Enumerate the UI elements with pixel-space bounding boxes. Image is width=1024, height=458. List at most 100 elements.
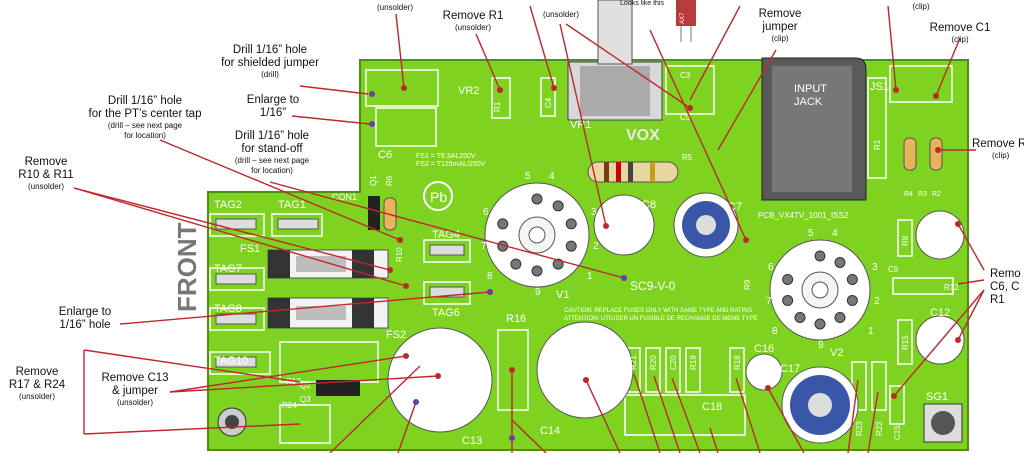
label-r24: R24 <box>282 401 297 410</box>
label-r2: R2 <box>932 191 941 198</box>
tube-label: AX7 <box>680 12 686 24</box>
label-r1: R1 <box>493 101 502 112</box>
label-c6: C6 <box>378 149 392 161</box>
label-c20: C20 <box>669 355 678 370</box>
label-fs1: FS1 <box>240 243 260 255</box>
callout-drill-shielded: Drill 1/16” hole for shielded jumper (dr… <box>221 44 319 80</box>
r5-resistor <box>587 161 679 183</box>
label-con1: CON1 <box>332 192 357 202</box>
callout-c4-c5: (unsolder) <box>542 10 579 19</box>
tube-socket-v2 <box>769 239 871 341</box>
pins2-pin-label: 2 <box>874 296 880 307</box>
q2-q3 <box>316 380 360 396</box>
label-r15: R15 <box>901 335 910 350</box>
svg-text:Pb: Pb <box>430 189 447 205</box>
leader-dots <box>387 85 961 399</box>
callout-remove-jumper: Remove jumper (clip) <box>758 8 802 44</box>
label-r20: R20 <box>649 355 658 370</box>
pins2-pin-2 <box>834 256 846 268</box>
small-resistors <box>368 137 943 231</box>
label-c15: C15 <box>893 425 902 440</box>
pins2-pin-7 <box>794 312 806 324</box>
label-r4: R4 <box>904 191 913 198</box>
label-r1-b: R1 <box>873 139 882 150</box>
label-tag7: TAG7 <box>214 263 242 275</box>
fuse-spec-1: FS1 = T6.3AL250V <box>416 153 476 160</box>
pins1-pin-6 <box>531 265 543 277</box>
board-vertical-text: R1 C4 R1 R8 R15 R21 R20 C20 R19 R18 R23 … <box>369 97 910 440</box>
pins2-pin-label: 3 <box>872 262 878 273</box>
label-c4: C4 <box>544 97 553 108</box>
label-tag10: TAG10 <box>214 355 248 367</box>
callout-remove-c13: Remove C13 & jumper (unsolder) <box>101 372 169 408</box>
pins2-pin-8 <box>782 295 794 307</box>
callout-drill-standoff: Drill 1/16” hole for stand-off (drill – … <box>234 130 310 175</box>
pins2-pin-label: 6 <box>768 262 774 273</box>
pins2-pin-1 <box>814 250 826 262</box>
pins2-pin-6 <box>814 318 826 330</box>
label-r16: R16 <box>506 313 526 325</box>
label-r12: R12 <box>944 283 959 292</box>
label-c18: C18 <box>702 401 722 413</box>
pins2-pin-label: 7 <box>766 296 772 307</box>
pins1-pin-4 <box>565 240 577 252</box>
pins2-pin-4 <box>846 295 858 307</box>
callout-remove-right: Remove R (clip) <box>972 138 1024 161</box>
label-r21: R21 <box>629 355 638 370</box>
label-r23: R23 <box>855 421 864 436</box>
label-tag4: TAG4 <box>432 229 460 241</box>
callout-remove-c6: Remo C6, C R1 <box>990 268 1021 307</box>
label-r6: R6 <box>385 175 394 186</box>
callout-enlarge-1: Enlarge to 1/16” <box>246 94 300 120</box>
looks-like-part <box>676 0 696 42</box>
label-c5: C5 <box>680 113 691 122</box>
pins1-pin-label: 4 <box>549 171 555 182</box>
label-v2: V2 <box>830 347 843 359</box>
label-vr2: VR2 <box>458 85 479 97</box>
label-q3: Q3 <box>300 395 311 404</box>
label-r5: R5 <box>682 153 693 162</box>
pins1-pin-1 <box>531 193 543 205</box>
label-c8: C8 <box>642 199 656 211</box>
label-r18: R18 <box>733 355 742 370</box>
pb-logo: Pb <box>423 181 453 211</box>
vox-logo: VOX <box>626 127 660 144</box>
pins1-pin-label: 7 <box>481 241 487 252</box>
pins1-pin-9 <box>497 218 509 230</box>
pins1-pin-7 <box>510 258 522 270</box>
vr1-pot <box>567 0 663 121</box>
label-c11: C11 <box>930 243 949 255</box>
pins1-pin-label: 1 <box>587 271 593 282</box>
pins2-pin-9 <box>782 273 794 285</box>
callout-top-unsolder: (unsolder) <box>376 3 413 12</box>
caution-1: CAUTION: REPLACE FUSES ONLY WITH SAME TY… <box>564 308 753 314</box>
label-c13: C13 <box>462 435 482 447</box>
pins2-pin-label: 4 <box>832 228 838 239</box>
callout-remove-r1: Remove R1 (unsolder) <box>442 10 504 33</box>
looks-like-note: Looks like this <box>620 0 664 7</box>
label-js1: JS1 <box>870 81 889 93</box>
label-q2: Q2 <box>300 381 311 390</box>
label-c9: C9 <box>888 265 899 274</box>
callout-drill-pt: Drill 1/16” hole for the PT’s center tap… <box>88 95 202 140</box>
label-c16: C16 <box>754 343 774 355</box>
pins1-pin-label: 9 <box>535 287 541 298</box>
pins2-pin-label: 8 <box>772 326 778 337</box>
label-fs2: FS2 <box>386 329 406 341</box>
label-r19: R19 <box>689 355 698 370</box>
label-c7: C7 <box>728 201 742 213</box>
label-r3: R3 <box>918 191 927 198</box>
caution-2: ATTENTION: UTILISER UN FUSIBLE DE RECHAN… <box>564 316 757 322</box>
pins1-pin-label: 3 <box>591 207 597 218</box>
callout-enlarge-2: Enlarge to 1/16” hole <box>58 306 112 332</box>
pins1-pin-label: 6 <box>483 207 489 218</box>
leader-lines <box>73 5 985 454</box>
label-tag6: TAG6 <box>432 307 460 319</box>
pcb-id: PCB_VX4TV_1001_ISS2 <box>758 211 849 220</box>
callout-remove-c1: Remove C1 (clip) <box>929 22 991 45</box>
